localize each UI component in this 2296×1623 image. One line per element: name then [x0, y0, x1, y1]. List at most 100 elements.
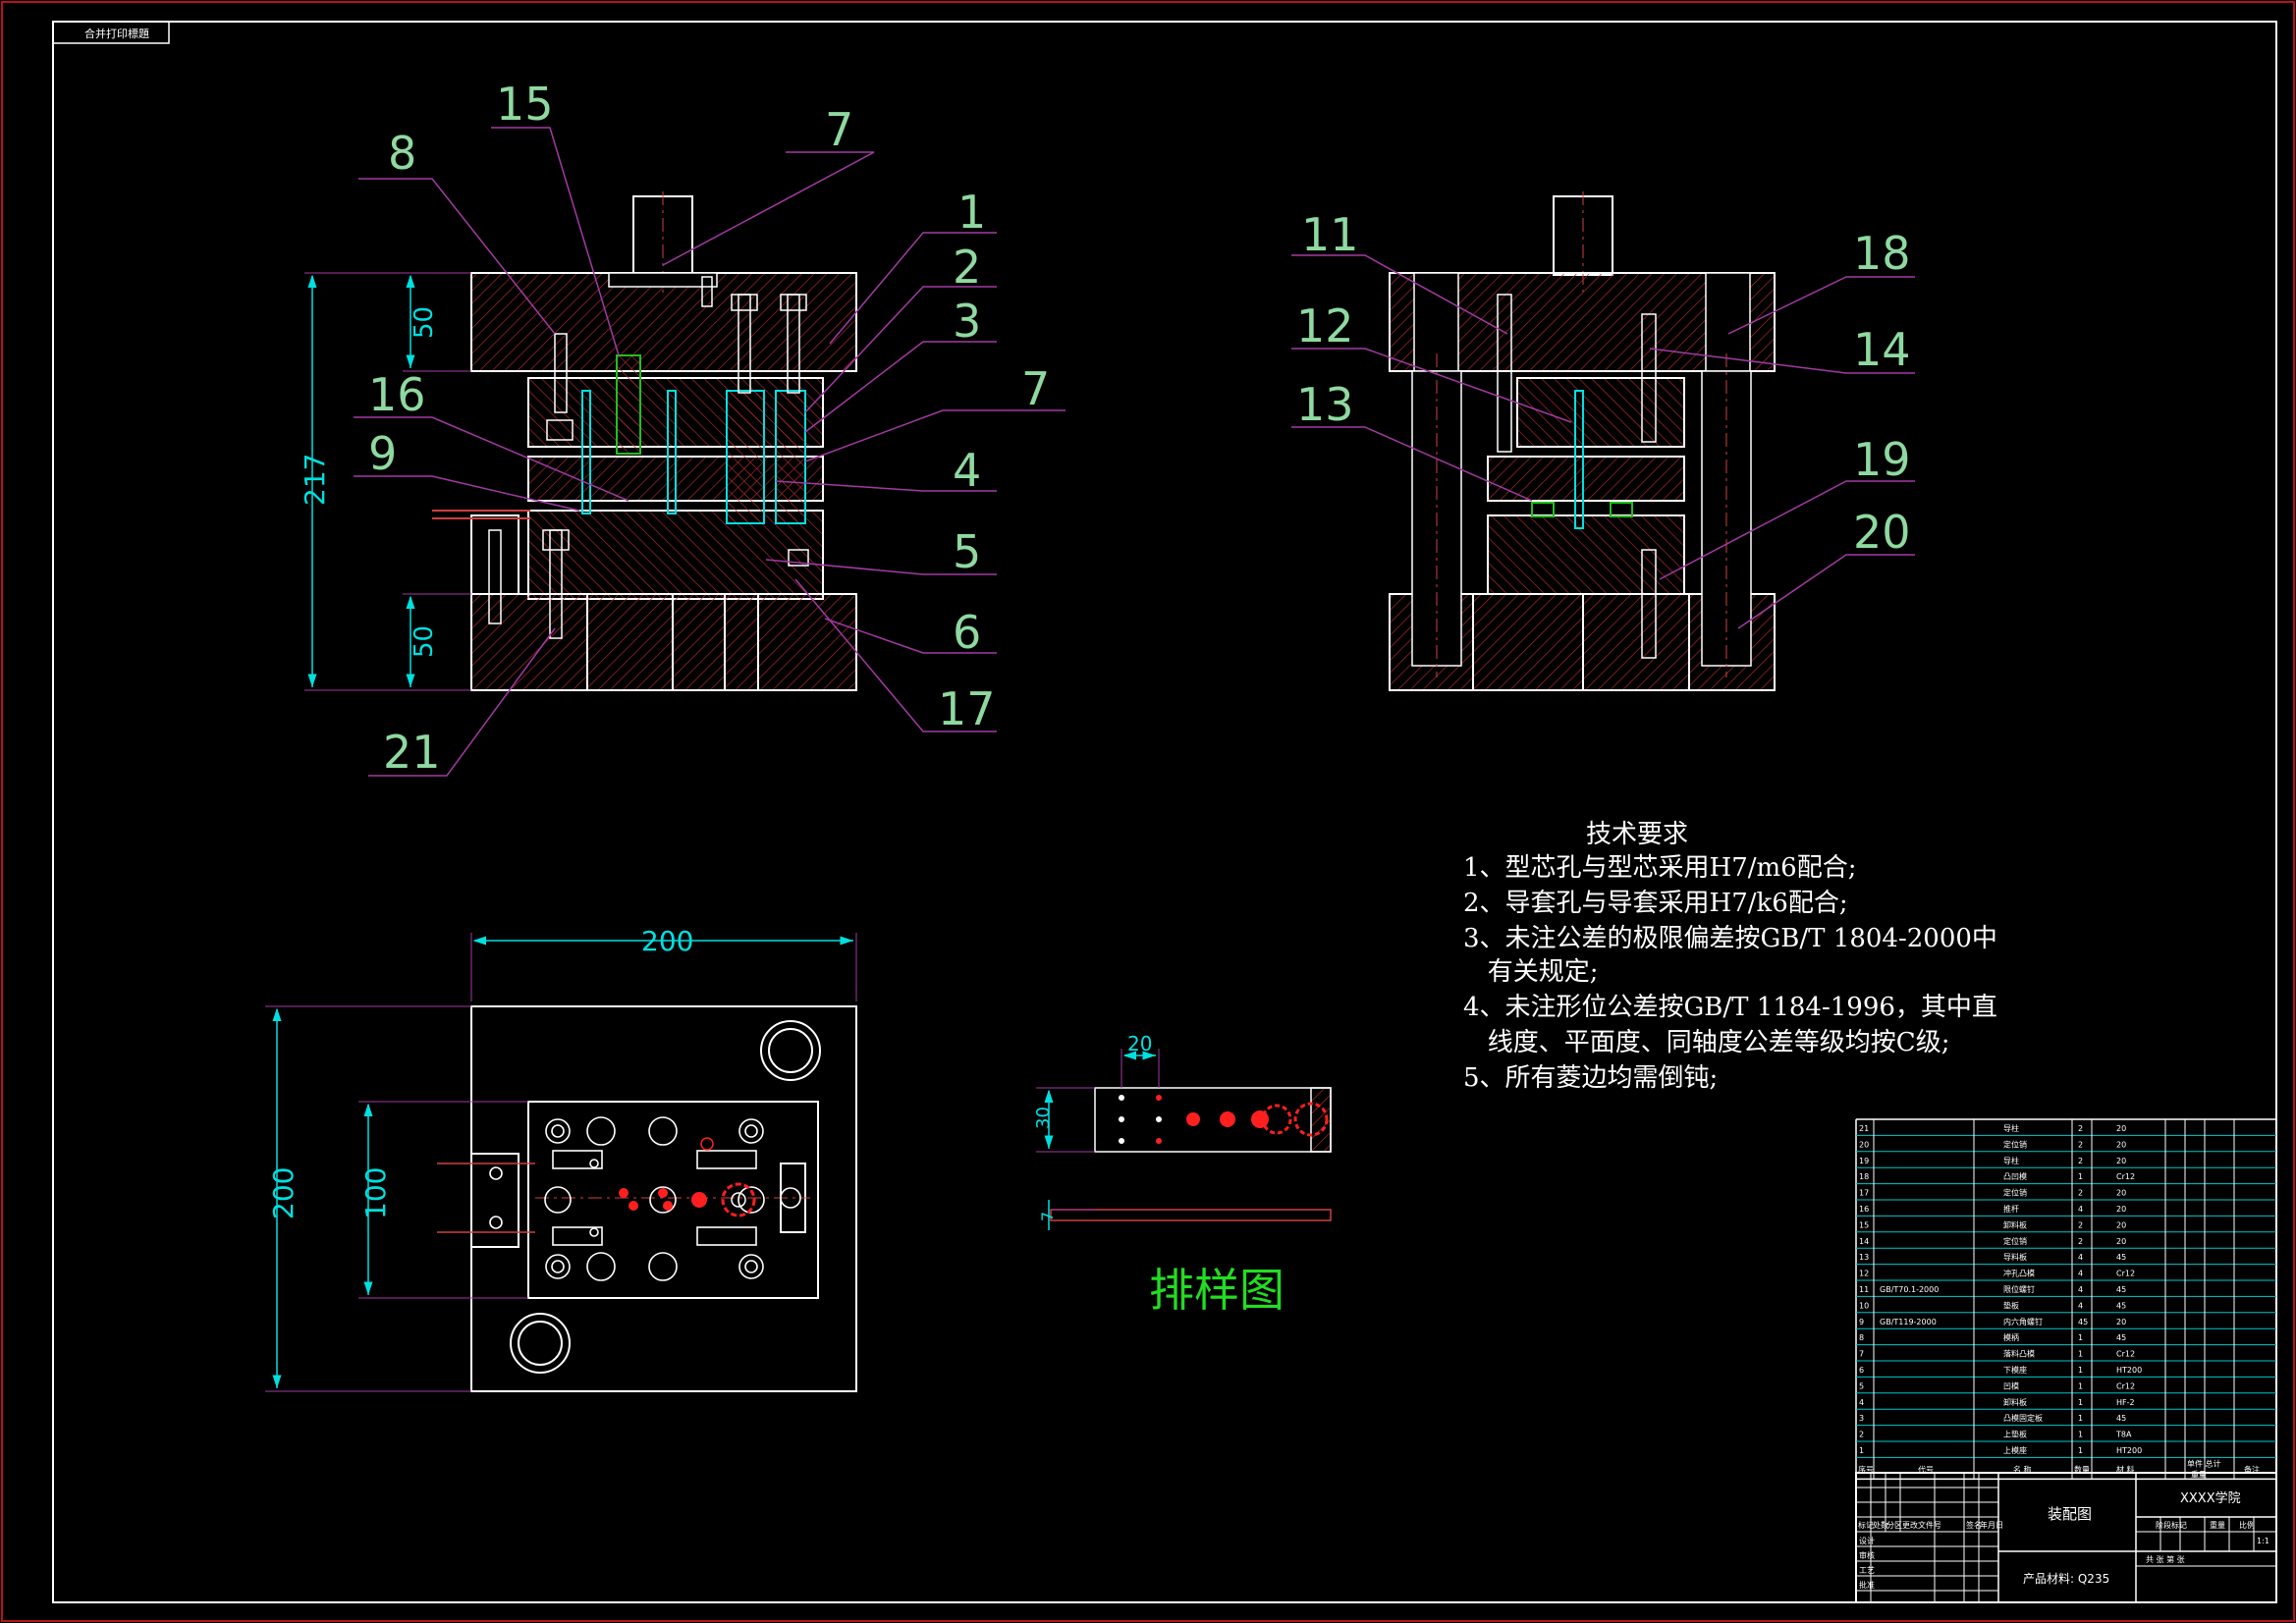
tech-line-2: 2、导套孔与导套采用H7/k6配合; [1463, 889, 1848, 918]
bom-no: 3 [1859, 1414, 1864, 1423]
side-upper-guide-bush-r [1705, 272, 1751, 372]
dim-strip-pitch: 20 [1127, 1032, 1152, 1055]
side-punch [1574, 390, 1584, 529]
bom-qty: 4 [2078, 1253, 2083, 1262]
label-3: 3 [953, 295, 981, 348]
side-green-pad-1 [1531, 502, 1555, 517]
label-16: 16 [368, 368, 426, 421]
corner-tag: 合并打印標題 [84, 27, 149, 40]
tb-school: XXXX学院 [2180, 1490, 2241, 1506]
bom-name: 导柱 [2003, 1123, 2019, 1133]
tb-scale-val: 1:1 [2257, 1537, 2269, 1545]
bom-qty: 4 [2078, 1285, 2083, 1294]
bom-head-weight: 单件 总计 [2187, 1458, 2221, 1468]
bom-name: 卸料板 [2003, 1219, 2027, 1229]
bom-name: 定位销 [2003, 1188, 2027, 1198]
label-18: 18 [1853, 227, 1911, 280]
bom-no: 15 [1859, 1220, 1869, 1229]
bom-head-code: 代号 [1918, 1464, 1934, 1474]
label-21: 21 [383, 726, 441, 779]
tb-weight: 重量 [2210, 1520, 2225, 1530]
screw-head-upper-3 [780, 294, 807, 311]
tb-role-process: 工艺 [1859, 1566, 1875, 1575]
tb-drawing-name: 装配图 [2048, 1505, 2092, 1523]
label-9: 8 [388, 127, 416, 180]
ejector-green [616, 354, 641, 455]
side-view [1389, 191, 1776, 691]
screw-head-1 [546, 419, 574, 441]
corner-tag-box [52, 21, 170, 44]
bom-name: 上垫板 [2003, 1430, 2027, 1439]
bom-name: 凸模固定板 [2003, 1413, 2043, 1423]
bom-qty: 2 [2078, 1124, 2083, 1133]
tb-sub-count: 处数 [1873, 1520, 1888, 1530]
plan-die [527, 1101, 819, 1299]
label-5: 5 [953, 525, 981, 578]
bom-name: 定位销 [2003, 1139, 2027, 1149]
bom-name: 导料板 [2003, 1252, 2027, 1262]
side-screw-1 [1497, 294, 1512, 453]
label-4: 4 [953, 444, 981, 497]
punch-d [775, 390, 806, 524]
bom-qty: 4 [2078, 1205, 2083, 1214]
bom-qty: 2 [2078, 1157, 2083, 1165]
bom-head-name: 名 称 [2013, 1464, 2032, 1474]
plan-punch-marks [619, 1188, 707, 1211]
strip-side [1050, 1209, 1332, 1221]
bom-name: 上模座 [2003, 1445, 2027, 1455]
punch-a [581, 390, 591, 514]
tb-sub-mark: 标记 [1858, 1520, 1874, 1530]
dim-plan-height: 200 [267, 1167, 300, 1219]
side-die [1487, 514, 1685, 595]
punch-b [667, 390, 677, 514]
tb-material: 产品材料: Q235 [2023, 1572, 2109, 1586]
bom-qty: 1 [2078, 1172, 2083, 1181]
bom-material: Cr12 [2116, 1270, 2135, 1278]
bom-head-qty: 数量 [2074, 1464, 2090, 1474]
strip-layout: 20 30 7 [1033, 1032, 1332, 1230]
dim-plan-width: 200 [641, 925, 693, 957]
tech-requirements: 技术要求 1、型芯孔与型芯采用H7/m6配合; 2、导套孔与导套采用H7/k6配… [1463, 820, 1997, 1093]
tech-line-3: 3、未注公差的极限偏差按GB/T 1804-2000中 [1463, 924, 1997, 953]
tech-line-6: 线度、平面度、同轴度公差等级均按C级; [1463, 1028, 1949, 1057]
bom-qty: 2 [2078, 1237, 2083, 1246]
bom-qty: 1 [2078, 1414, 2083, 1423]
bom-material: 45 [2116, 1285, 2126, 1294]
tb-sub-sign: 签名 [1966, 1520, 1982, 1530]
bom-head-material: 材 料 [2116, 1464, 2135, 1474]
bom-material: T8A [2115, 1431, 2132, 1439]
dim-50-lower: 50 [410, 625, 439, 658]
bom-no: 8 [1859, 1333, 1864, 1342]
strip-title: 排样图 [1149, 1264, 1285, 1317]
bom-material: 20 [2116, 1220, 2126, 1229]
side-screw-2 [1641, 313, 1657, 443]
bom-qty: 45 [2078, 1318, 2088, 1326]
punch-c [726, 390, 765, 524]
tb-role-review: 审核 [1859, 1550, 1875, 1560]
dim-strip-width: 30 [1033, 1107, 1054, 1129]
label-15: 15 [496, 78, 554, 131]
bom-no: 2 [1859, 1431, 1864, 1439]
screw-small-top [701, 276, 713, 307]
bom-material: 45 [2116, 1333, 2126, 1342]
bom-material: Cr12 [2116, 1381, 2135, 1390]
bom-no: 17 [1859, 1189, 1869, 1198]
bom-no: 18 [1859, 1172, 1869, 1181]
side-stripper [1487, 456, 1685, 502]
tech-line-5: 4、未注形位公差按GB/T 1184-1996，其中直 [1463, 993, 1997, 1022]
dim-50-upper: 50 [410, 306, 439, 339]
label-7: 7 [1021, 362, 1050, 415]
bom-head-remark: 备注 [2244, 1464, 2260, 1474]
bom-material: HT200 [2116, 1446, 2142, 1455]
bom-name: 导柱 [2003, 1156, 2019, 1165]
screw-lower-1 [488, 529, 502, 624]
bom-qty: 2 [2078, 1140, 2083, 1149]
tech-line-4: 有关规定; [1463, 957, 1599, 987]
plan-blank-gear [721, 1182, 756, 1217]
screw-upper-1 [554, 333, 568, 413]
bom-material: 20 [2116, 1124, 2126, 1133]
label-11: 11 [1301, 208, 1359, 261]
